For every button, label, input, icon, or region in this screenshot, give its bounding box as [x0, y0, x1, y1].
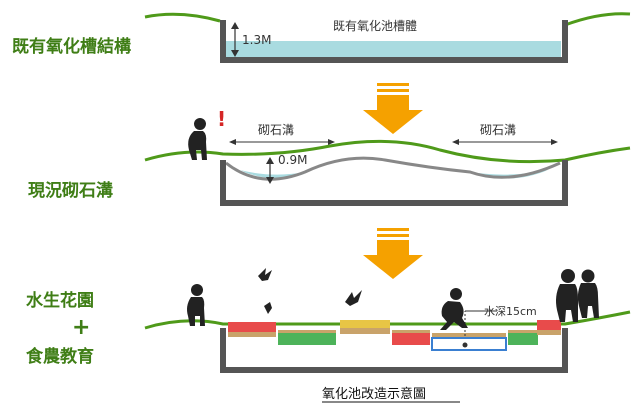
stage-2-label: 現況砌石溝 [28, 180, 113, 201]
bed-red-2 [392, 333, 430, 345]
pond-beds [228, 320, 561, 351]
tank-wall [220, 20, 568, 63]
grass-line-1-right [564, 12, 631, 27]
stage-1-label: 既有氧化槽結構 [12, 36, 131, 57]
tank-depth-arrow-down [231, 50, 239, 57]
ditch-bottom-curve [225, 156, 561, 181]
tank-depth-label: 1.3M [242, 33, 271, 47]
water-depth-label: 水深15cm [484, 305, 537, 318]
stage-1-existing-tank: 既有氧化槽結構 1.3M 既有氧化池槽體 [12, 12, 631, 63]
grass-line-1-left [144, 12, 221, 23]
grass-line-2 [144, 139, 631, 164]
person-silhouette-child [577, 269, 599, 318]
pond-wall [220, 328, 568, 373]
stage-3-label-line1: 水生花園 [26, 290, 94, 311]
stage-2-current-ditch: 現況砌石溝 0.9M 砌石溝 砌石溝 ! [28, 107, 631, 206]
ditch-depth-label: 0.9M [278, 153, 307, 167]
tank-title: 既有氧化池槽體 [333, 19, 417, 33]
person-silhouette-left [187, 284, 205, 326]
person-silhouette-crouching [440, 288, 468, 330]
bird-icons [258, 268, 362, 314]
grass-line-3 [144, 310, 631, 330]
bird-icon-1 [258, 268, 272, 281]
bed-green-2-rim [508, 330, 538, 333]
bed-red-2-rim [392, 330, 430, 333]
bird-icon-3 [345, 290, 362, 306]
person-silhouette-adult [556, 269, 578, 322]
bed-yellow-top [340, 320, 390, 328]
stage-3-aquatic-garden: 水生花園 + 食農教育 水深15cm [26, 268, 631, 373]
tank-water [226, 41, 561, 57]
ditch-right-span-arrow-r [551, 139, 558, 145]
bed-red-3-top [537, 320, 561, 330]
bed-green-2 [508, 333, 538, 345]
ditch-right-label: 砌石溝 [480, 123, 516, 137]
bed-red-1-base [228, 332, 276, 337]
tank-depth-arrow-up [231, 22, 239, 29]
bed-red-3-base [537, 330, 561, 335]
bird-icon-2 [264, 302, 272, 314]
down-arrow-1 [363, 83, 423, 134]
bed-yellow-base [340, 328, 390, 334]
person-silhouette-stage2 [188, 118, 207, 160]
bed-green-1-rim [278, 330, 336, 333]
ditch-left-span-arrow-r [328, 139, 335, 145]
bed-water-rim [432, 333, 506, 337]
stage-3-label-line2: 食農教育 [26, 346, 94, 367]
ditch-left-label: 砌石溝 [258, 123, 294, 137]
bed-green-1 [278, 333, 336, 345]
ditch-left-span-arrow-l [229, 139, 236, 145]
bed-water [431, 337, 507, 351]
diagram-caption: 氧化池改造示意圖 [322, 386, 426, 402]
water-depth-dot [462, 342, 468, 348]
stage-3-plus: + [72, 315, 90, 340]
down-arrow-2 [363, 228, 423, 279]
ditch-wall [220, 160, 568, 206]
alert-mark: ! [217, 107, 226, 131]
ditch-depth-arrow-up [266, 157, 274, 164]
bed-red-1-top [228, 322, 276, 332]
ditch-depth-arrow-down [266, 177, 274, 184]
ditch-right-span-arrow-l [452, 139, 459, 145]
